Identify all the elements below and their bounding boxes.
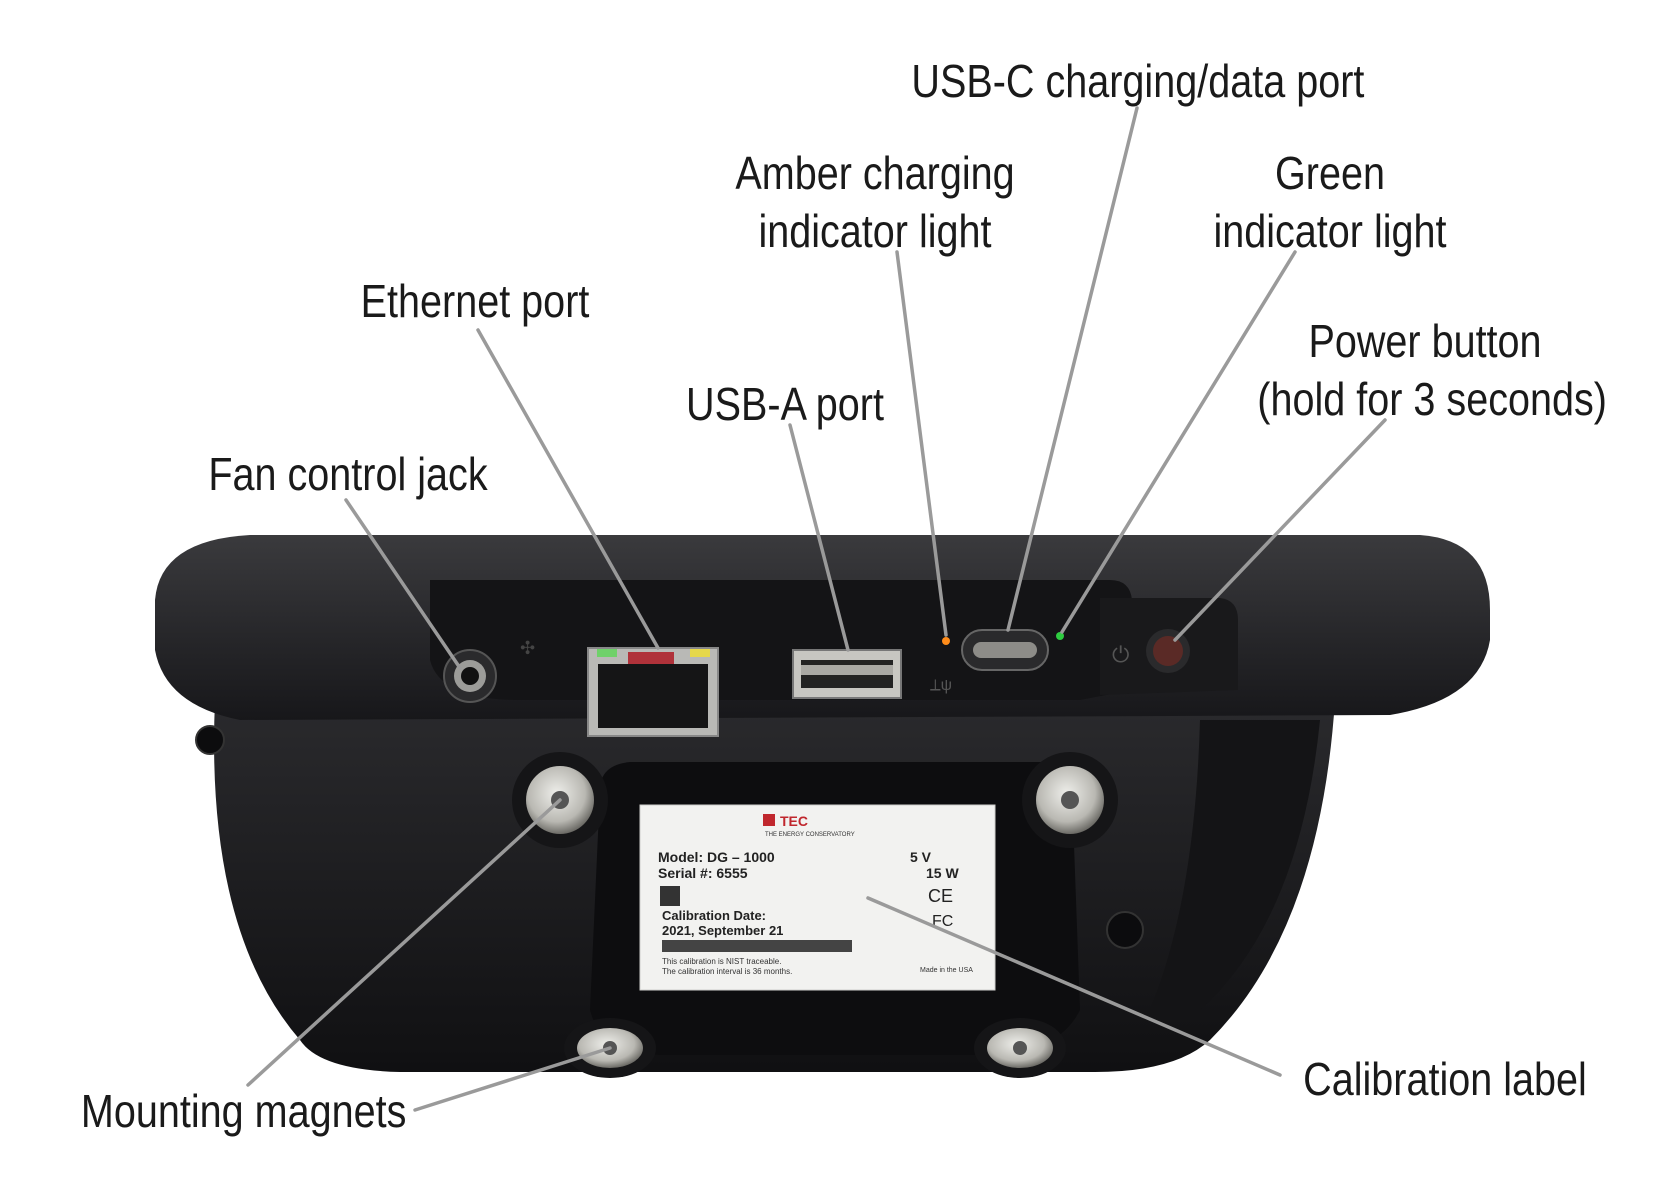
callout-ethernet: Ethernet port (360, 275, 590, 327)
label-calibration-title: Calibration Date: (662, 908, 766, 923)
leader-green (1060, 250, 1297, 634)
callout-mounting-magnets: Mounting magnets (80, 1085, 407, 1137)
label-power: 15 W (926, 865, 959, 881)
label-brand-sub: THE ENERGY CONSERVATORY (765, 832, 855, 838)
svg-text:✣: ✣ (520, 638, 535, 658)
leader-usba (788, 423, 850, 652)
amber-led-icon (942, 637, 950, 645)
svg-text:⟂ψ: ⟂ψ (930, 677, 952, 694)
ethernet-port-icon (587, 647, 719, 737)
callout-amber-led: Amber charging indicator light (735, 147, 1015, 257)
device-side-bezel (1150, 720, 1320, 1010)
callout-usba: USB-A port (686, 378, 884, 430)
leader-magnet-top (246, 798, 562, 1087)
callout-green-led: Green indicator light (1213, 147, 1447, 257)
label-origin: Made in the USA (920, 967, 973, 974)
leader-usbc (1006, 106, 1139, 632)
power-button-icon: ⏻ (1112, 629, 1190, 673)
label-calibration-date: 2021, September 21 (662, 923, 783, 938)
side-screw-icon (195, 725, 225, 755)
callout-power: Power button (hold for 3 seconds) (1257, 315, 1607, 425)
callout-calibration-label: Calibration label (1303, 1053, 1587, 1105)
callout-usbc: USB-C charging/data port (911, 55, 1365, 107)
calibration-label-plate: TEC THE ENERGY CONSERVATORY Model: DG – … (639, 804, 996, 991)
label-fcc-mark: FC (932, 913, 953, 930)
label-serial: Serial #: 6555 (658, 865, 748, 881)
leader-fan (344, 498, 462, 670)
callout-fan-jack: Fan control jack (208, 448, 488, 500)
magnet-bottom-right (974, 1018, 1066, 1078)
label-model: Model: DG – 1000 (658, 849, 775, 865)
svg-text:⏻: ⏻ (1112, 642, 1129, 667)
leader-ethernet (476, 328, 660, 650)
label-brand: TEC (780, 813, 808, 829)
label-note-line2: The calibration interval is 36 months. (662, 967, 792, 976)
label-ce-mark: CE (928, 886, 953, 906)
side-screw-icon (1106, 911, 1144, 949)
barcode-icon (662, 940, 852, 952)
magnet-top-right (1022, 752, 1118, 848)
usb-c-port-icon: ⟂ψ (930, 629, 1049, 694)
label-note-line1: This calibration is NIST traceable. (662, 957, 781, 966)
usb-a-port-icon (792, 649, 902, 699)
qr-code-icon (660, 886, 680, 906)
leader-calibration (866, 896, 1282, 1077)
green-led-icon (1056, 632, 1064, 640)
label-voltage: 5 V (910, 849, 932, 865)
leader-magnet-bottom (413, 1046, 612, 1112)
leader-power (1173, 418, 1387, 642)
leader-amber (895, 250, 948, 637)
